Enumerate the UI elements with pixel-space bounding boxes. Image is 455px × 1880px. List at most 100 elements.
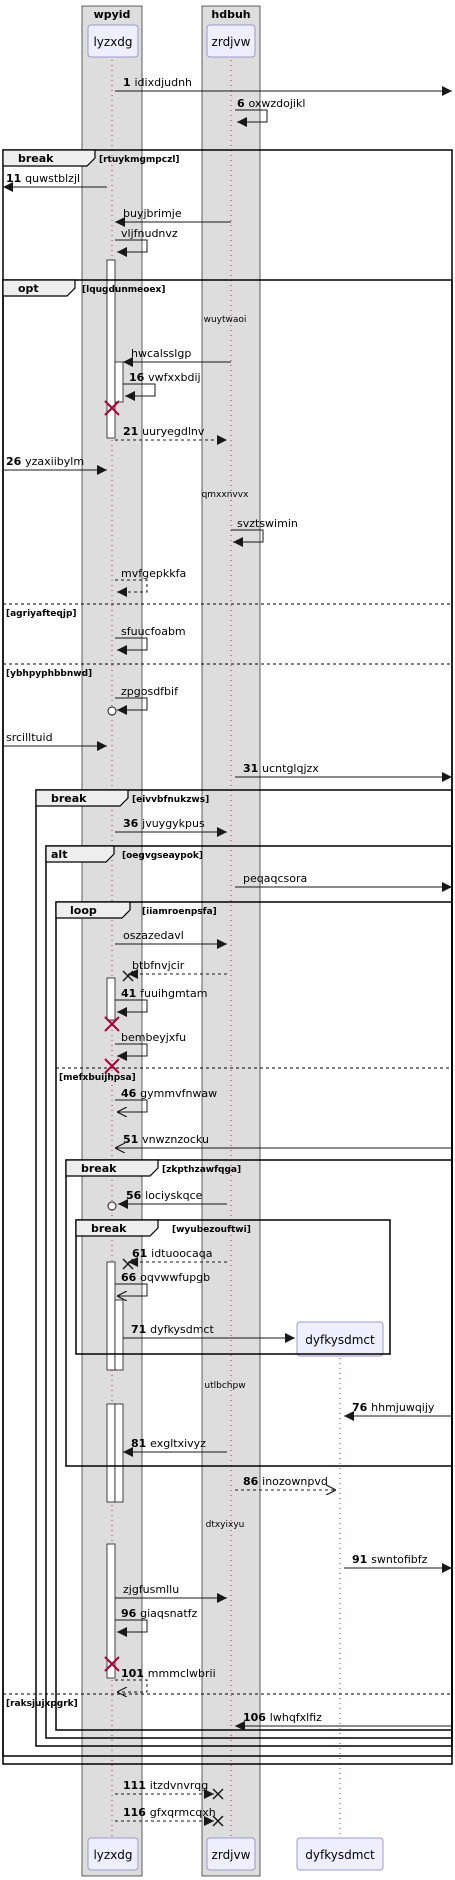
message-line [115, 999, 148, 1017]
message-label: 61 idtuoocaqa [132, 1247, 212, 1260]
message-arrow: 96 giaqsnatfz [115, 1607, 198, 1637]
participant-foot-dyfkysdmct[interactable]: dyfkysdmct [296, 1837, 384, 1871]
message-label: sfuucfoabm [121, 625, 186, 638]
frame-kind: opt [18, 282, 39, 295]
message-line [123, 383, 156, 401]
divider-ybhpyphbbnwd: [ybhpyphbbnwd] [3, 663, 452, 679]
message-label: 6 oxwzdojikl [237, 97, 305, 110]
message-label: svztswimin [237, 517, 298, 530]
frame-kind: alt [51, 848, 67, 861]
group-box-hdbuh: hdbuh [201, 5, 261, 1877]
message-label: 116 gfxqrmcqxh [123, 1806, 216, 1819]
divider-agriyafteqjp: [agriyafteqjp] [3, 603, 452, 619]
markers [104, 400, 224, 1827]
divider-label: [mefxbuijhpsa] [59, 1073, 136, 1083]
delay-label: wuytwaoi [204, 315, 247, 325]
message-line [115, 579, 148, 597]
group-title-wpyid: wpyid [94, 8, 131, 21]
message-arrow: 26 yzaxiibylm [3, 455, 107, 475]
message-arrow: hwcalsslgp [123, 347, 231, 367]
frame-guard: [eivvbfnukzws] [132, 795, 209, 805]
destroy-marker [104, 1656, 120, 1672]
message-arrow: 46 gymmvfnwaw [115, 1087, 217, 1112]
message-arrow: 31 ucntglqjzx [235, 762, 452, 782]
message-arrow: peqaqcsora [235, 872, 452, 892]
participant-head-lyzxdg[interactable]: lyzxdg [87, 24, 139, 58]
message-arrow: 91 swntofibfz [344, 1553, 452, 1573]
message-arrow: zjgfusmllu [115, 1583, 227, 1603]
frame-kind: break [91, 1222, 127, 1235]
message-label: btbfnvjcir [132, 959, 185, 972]
message-arrow: 56 lociyskqce [118, 1189, 227, 1209]
message-arrow: 76 hhmjuwqijy [344, 1401, 452, 1421]
message-label: vljfnudnvz [121, 227, 178, 240]
frame-guard: [zkpthzawfqga] [162, 1165, 241, 1175]
message-line [115, 239, 148, 257]
message-arrow: btbfnvjcir [128, 959, 227, 979]
frame-kind: break [51, 792, 87, 805]
found-message-marker [107, 1201, 117, 1211]
divider-label: [agriyafteqjp] [6, 609, 77, 619]
message-label: 106 lwhqfxlfiz [243, 1711, 322, 1724]
message-label: 101 mmmclwbrii [121, 1667, 216, 1680]
divider-mefxbuijhpsa: [mefxbuijhpsa] [56, 1067, 452, 1083]
message-label: mvfgepkkfa [121, 567, 186, 580]
participant-head-dyfkysdmct[interactable]: dyfkysdmct [296, 1321, 384, 1357]
activation-bars [106, 259, 124, 1679]
frame-guard: [wyubezouftwi] [172, 1225, 251, 1235]
message-label: 86 inozownpvd [243, 1475, 328, 1488]
message-label: 21 uuryegdlnv [123, 425, 205, 438]
message-label: 76 hhmjuwqijy [352, 1401, 435, 1414]
frame-guard: [lqugdunmeoex] [82, 285, 165, 295]
message-arrow: srcilltuid [3, 731, 107, 751]
message-line [115, 1099, 148, 1112]
message-arrow: zpgosdfbif [115, 685, 179, 715]
message-label: 16 vwfxxbdij [129, 371, 201, 384]
lost-message-marker [122, 1258, 134, 1270]
group-title-hdbuh: hdbuh [211, 8, 250, 21]
message-label: srcilltuid [6, 731, 53, 744]
participant-head-zrdjvw[interactable]: zrdjvw [206, 24, 256, 58]
lost-message-marker [212, 1788, 224, 1800]
delay-label: dtxyixyu [206, 1520, 245, 1530]
message-line [115, 1679, 148, 1692]
frame-break-inner: break [zkpthzawfqga] [65, 1159, 453, 1467]
message-label: 51 vnwznzocku [123, 1133, 209, 1146]
frame-guard: [iiamroenpsfa] [142, 907, 217, 917]
message-line [231, 529, 264, 547]
participant-label: lyzxdg [93, 1848, 132, 1862]
message-label: 91 swntofibfz [352, 1553, 428, 1566]
message-arrow: 36 jvuygykpus [115, 817, 227, 837]
message-arrow: bembeyjxfu [115, 1031, 186, 1061]
message-line [115, 1283, 148, 1296]
message-arrow: 41 fuuihgmtam [115, 987, 207, 1017]
participant-foot-zrdjvw[interactable]: zrdjvw [206, 1837, 256, 1871]
message-label: 31 ucntglqjzx [243, 762, 319, 775]
participant-foot-lyzxdg[interactable]: lyzxdg [87, 1837, 139, 1871]
participant-label: dyfkysdmct [305, 1848, 375, 1862]
message-arrow: svztswimin [231, 517, 298, 547]
message-arrow: sfuucfoabm [115, 625, 186, 655]
message-arrow: 81 exgltxivyz [123, 1437, 227, 1457]
frame-kind: loop [70, 904, 97, 917]
message-label: 1 idixdjudnh [123, 76, 192, 89]
frame-kind: break [18, 152, 54, 165]
message-label: 26 yzaxiibylm [6, 455, 84, 468]
message-arrow: 66 oqvwwfupgb [115, 1271, 210, 1296]
frame-guard: [rtuykmgmpczl] [99, 155, 180, 165]
message-label: peqaqcsora [243, 872, 307, 885]
message-arrow: 51 vnwznzocku [115, 1133, 452, 1148]
message-arrow: 86 inozownpvd [235, 1475, 336, 1490]
message-arrow: 111 itzdvnvrqg [115, 1779, 214, 1799]
message-label: hwcalsslgp [131, 347, 191, 360]
participant-label: zrdjvw [212, 35, 251, 49]
frame-kind: break [81, 1162, 117, 1175]
destroy-marker [104, 1058, 120, 1074]
frame-break-innermost: break [wyubezouftwi] [75, 1219, 391, 1355]
message-arrow: oszazedavl [115, 929, 227, 949]
message-label: 111 itzdvnvrqg [123, 1779, 208, 1792]
message-arrow: 6 oxwzdojikl [235, 97, 305, 127]
message-arrow: 21 uuryegdlnv [115, 425, 227, 445]
